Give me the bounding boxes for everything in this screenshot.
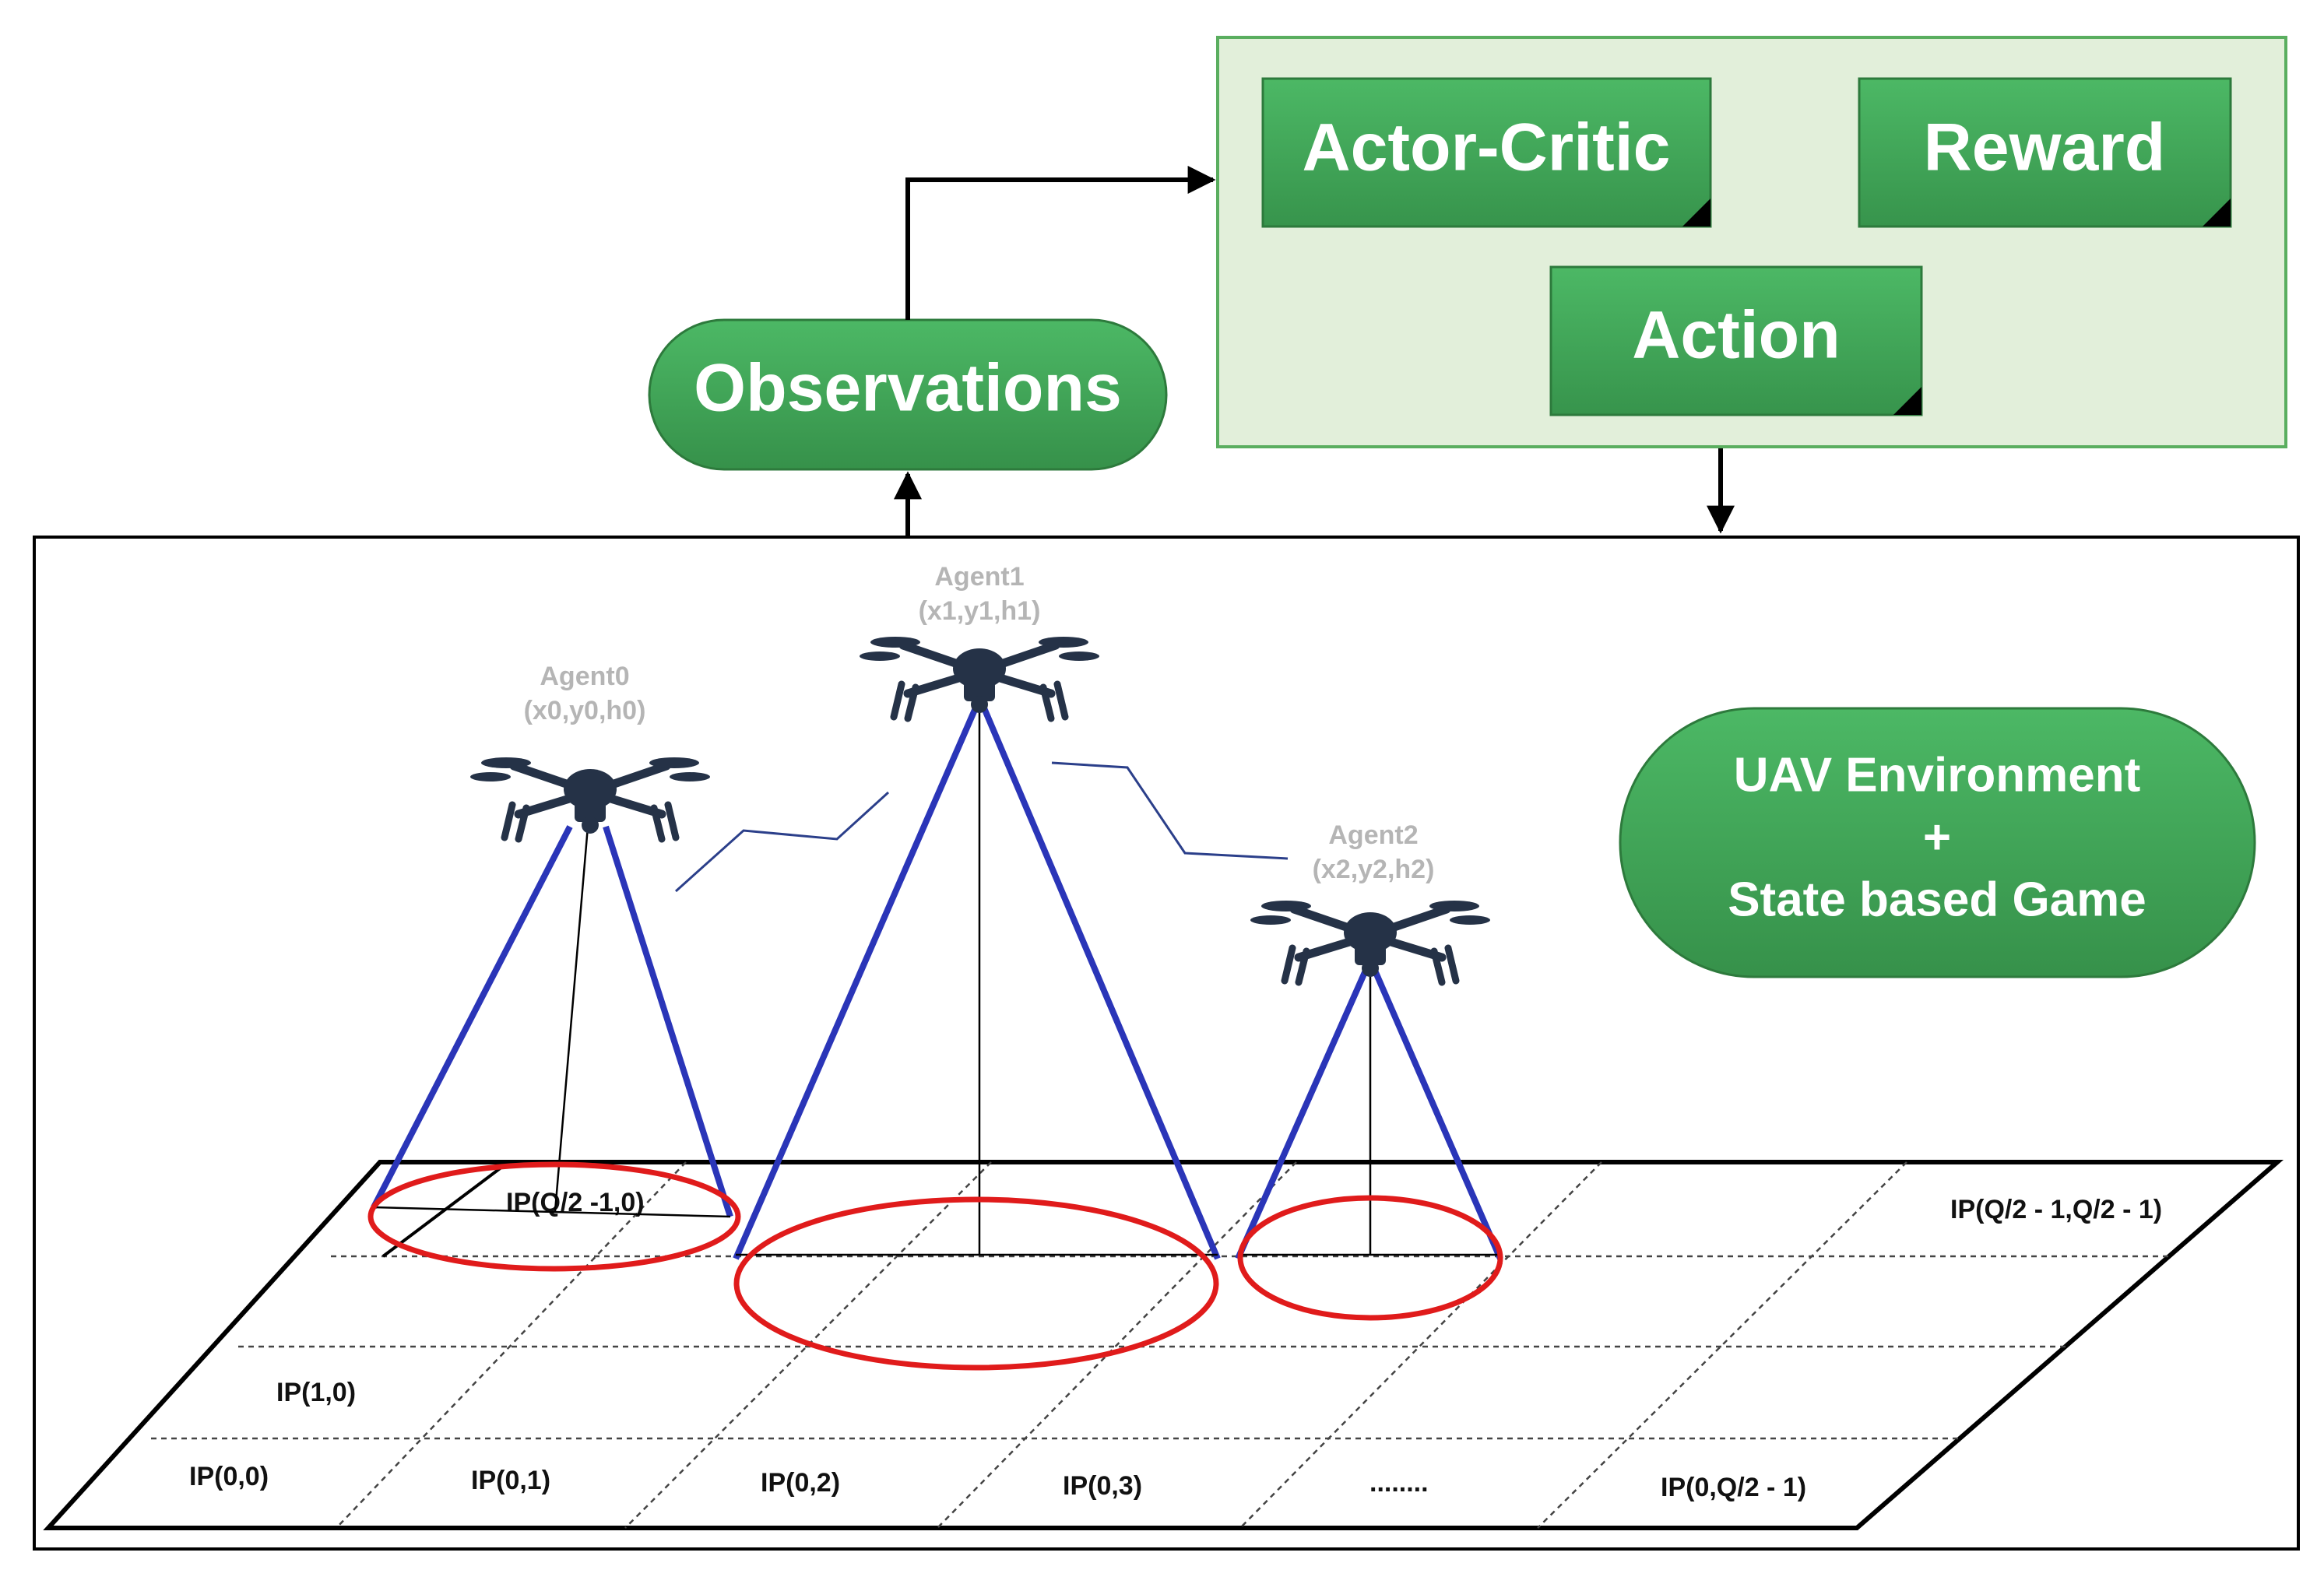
comm-link-agent0-agent1	[674, 791, 890, 893]
action-label: Action	[1632, 298, 1841, 373]
reward-box: Reward	[1858, 77, 2232, 228]
reward-label: Reward	[1924, 111, 2166, 185]
grid-label-row0-col0: IP(0,0)	[189, 1462, 269, 1491]
agent0-name: Agent0	[540, 662, 629, 691]
agent1-name: Agent1	[934, 562, 1024, 592]
agent0: Agent0 (x0,y0,h0)	[367, 662, 741, 1272]
agent2-coords: (x2,y2,h2)	[1313, 855, 1435, 884]
arrow-observations-to-panel	[905, 166, 1216, 320]
agent2: Agent2 (x2,y2,h2)	[1235, 820, 1503, 1321]
comm-link-agent1-agent2	[1051, 761, 1289, 860]
agent1-drone-icon	[860, 637, 1099, 718]
actor-critic-box: Actor-Critic	[1261, 77, 1712, 228]
agent2-coverage-area	[1237, 1195, 1503, 1321]
agent0-drone-icon	[470, 757, 710, 839]
action-box: Action	[1549, 265, 1923, 416]
grid-label-row0-col1: IP(0,1)	[471, 1466, 550, 1495]
grid-label-row1-col0: IP(1,0)	[276, 1378, 356, 1407]
grid-label-row0-last: IP(0,Q/2 - 1)	[1661, 1473, 1806, 1502]
agent2-name: Agent2	[1328, 820, 1418, 850]
ground-grid	[43, 1160, 2284, 1530]
environment-frame	[33, 536, 2300, 1551]
uav-environment-node: UAV Environment + State based Game	[1619, 707, 2256, 978]
grid-label-row0-col2: IP(0,2)	[761, 1468, 840, 1498]
agent1-coords: (x1,y1,h1)	[919, 596, 1041, 626]
agent1: Agent1 (x1,y1,h1)	[733, 562, 1221, 1371]
grid-label-top-right: IP(Q/2 - 1,Q/2 - 1)	[1950, 1195, 2162, 1224]
grid-label-row0-col3: IP(0,3)	[1063, 1471, 1142, 1501]
uav-environment-line1: UAV Environment	[1734, 748, 2140, 802]
uav-environment-line3: State based Game	[1728, 873, 2146, 926]
agent2-drone-icon	[1250, 901, 1490, 982]
agent1-coverage-area	[733, 1196, 1219, 1371]
uav-environment-line2: +	[1923, 810, 1951, 864]
actor-critic-label: Actor-Critic	[1302, 111, 1670, 185]
observations-label: Observations	[694, 351, 1122, 426]
agent0-coords: (x0,y0,h0)	[524, 696, 646, 725]
observations-node: Observations	[648, 318, 1168, 471]
agent0-coverage-area	[367, 1161, 741, 1272]
grid-label-row0-ellipsis: ........	[1369, 1468, 1429, 1498]
